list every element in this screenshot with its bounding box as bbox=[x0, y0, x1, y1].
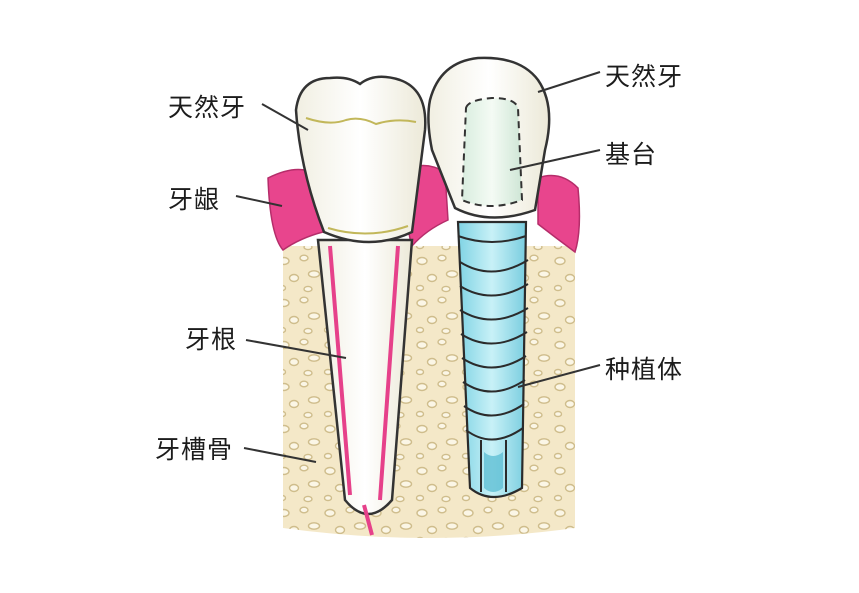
natural-tooth-left-label: 天然牙 bbox=[168, 93, 247, 122]
natural-tooth-left bbox=[294, 75, 427, 536]
gum-label: 牙龈 bbox=[168, 185, 221, 214]
implant-fixture bbox=[456, 220, 529, 499]
implant-label: 种植体 bbox=[605, 355, 684, 384]
abutment-label: 基台 bbox=[605, 140, 658, 169]
implant-crown bbox=[427, 56, 551, 219]
leader-lines bbox=[235, 71, 601, 463]
alveolar-bone-label: 牙槽骨 bbox=[155, 435, 234, 464]
natural-tooth-right-label: 天然牙 bbox=[605, 62, 684, 91]
root-label: 牙根 bbox=[185, 325, 238, 354]
